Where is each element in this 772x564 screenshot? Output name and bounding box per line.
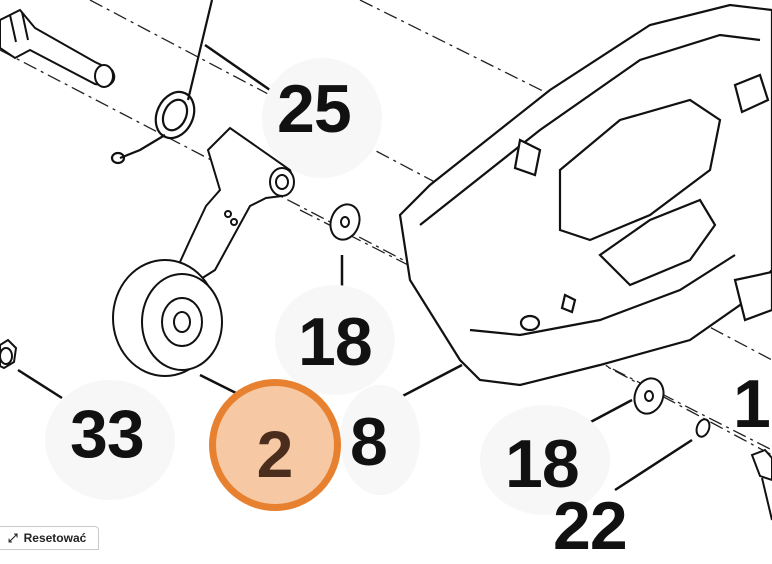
callout-2-highlighted[interactable]: 2 [209, 379, 341, 511]
callout-18-lower[interactable]: 18 [505, 426, 580, 502]
callout-25[interactable]: 25 [277, 71, 352, 147]
shaft-part [0, 8, 116, 88]
tensioner-arm-part [112, 126, 295, 377]
callout-2-label: 2 [256, 417, 294, 491]
callout-halo [262, 58, 382, 178]
callout-halo [45, 380, 175, 500]
ring-22 [695, 418, 711, 438]
callout-1[interactable]: 1 [733, 366, 771, 442]
washer-18-upper [329, 203, 361, 241]
bolt-1 [750, 448, 772, 521]
callout-halo [340, 385, 420, 495]
expand-arrows-icon: ⤢ [8, 531, 18, 545]
cover-plate-part [398, 3, 772, 387]
nut-33 [0, 338, 18, 370]
callout-8[interactable]: 8 [350, 404, 388, 480]
reset-button-label: Resetować [23, 531, 87, 545]
callout-33[interactable]: 33 [70, 396, 145, 472]
reset-view-button[interactable]: ⤢ Resetować [0, 526, 100, 550]
callout-18-upper[interactable]: 18 [298, 304, 373, 380]
callout-22[interactable]: 22 [553, 488, 628, 564]
spring-part [110, 0, 214, 165]
washer-18-lower [633, 377, 665, 415]
exploded-parts-diagram [0, 0, 772, 521]
leader-lines [17, 43, 693, 492]
callout-halo [480, 405, 610, 515]
callout-halo [275, 285, 395, 395]
